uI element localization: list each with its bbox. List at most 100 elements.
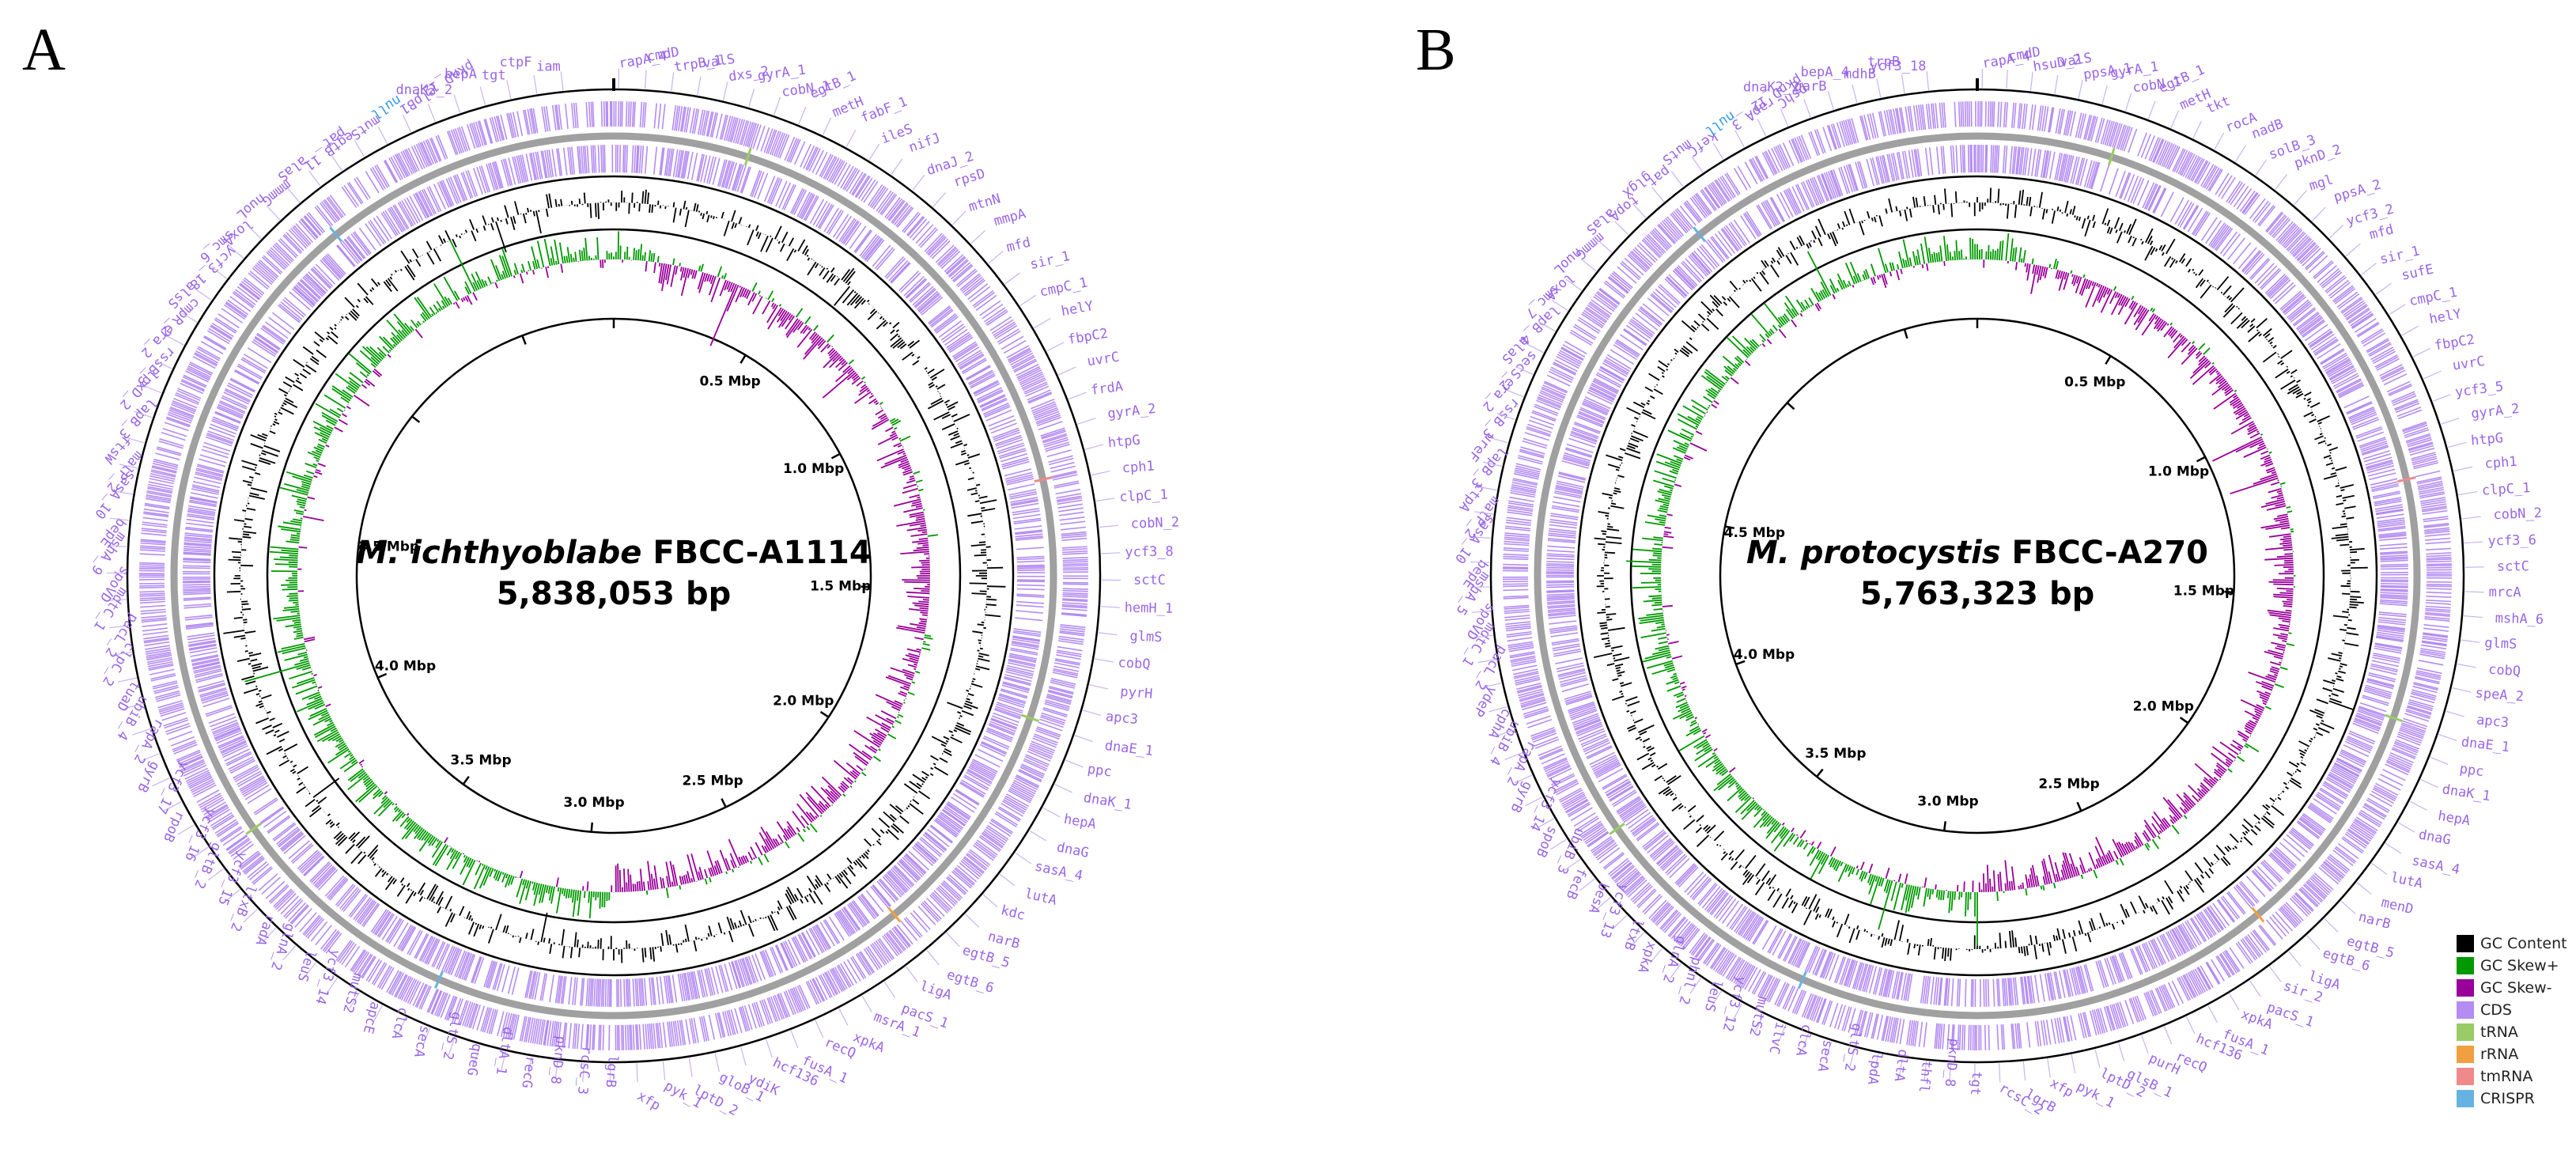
- gene-leader-line: [1579, 878, 1595, 891]
- gene-leader-line: [554, 1060, 558, 1080]
- track-circle: [1576, 175, 2378, 977]
- strain-name: FBCC-A270: [2012, 535, 2209, 571]
- gene-leader-line: [798, 106, 807, 125]
- scale-label: 3.0 Mbp: [1917, 794, 1978, 810]
- gene-leader-line: [2430, 756, 2449, 765]
- gene-leader-line: [2255, 159, 2268, 176]
- gene-label: kdc: [999, 902, 1027, 924]
- gene-leader-line: [108, 545, 127, 547]
- gene-label: dnaK_1: [2441, 781, 2491, 804]
- gene-leader-line: [2457, 663, 2476, 668]
- scale-label: 4.0 Mbp: [375, 659, 436, 675]
- gene-leader-line: [845, 130, 857, 147]
- gene-leader-line: [1564, 859, 1581, 871]
- gene-leader-line: [143, 385, 162, 394]
- gene-leader-line: [1923, 1061, 1927, 1080]
- gene-leader-line: [2288, 951, 2302, 967]
- gene-leader-line: [1580, 259, 1597, 272]
- gene-label: ycf3_8: [1125, 544, 1174, 561]
- gene-leader-line: [952, 210, 966, 225]
- gene-leader-line: [1515, 365, 1534, 375]
- gene-leader-line: [982, 894, 998, 908]
- gene-leader-line: [1565, 278, 1582, 291]
- gene-label: ilvC: [1765, 1020, 1787, 1055]
- gc-skew-track: [1625, 233, 2296, 947]
- gene-leader-line: [774, 96, 781, 115]
- gene-leader-line: [688, 1058, 693, 1077]
- gene-label: dltA_1: [493, 1026, 516, 1076]
- gene-label: pyrH: [1120, 684, 1153, 702]
- gene-leader-line: [2118, 1042, 2125, 1061]
- gene-leader-line: [402, 114, 412, 133]
- gene-leader-line: [397, 1016, 407, 1035]
- gene-label: cobQ: [2488, 662, 2521, 680]
- gene-leader-line: [1827, 91, 1834, 110]
- gene-leader-line: [1065, 759, 1084, 768]
- gene-leader-line: [2249, 980, 2261, 997]
- gene-leader-line: [1669, 963, 1682, 979]
- gene-leader-line: [501, 1051, 506, 1071]
- gene-leader-line: [2464, 541, 2483, 544]
- gene-leader-line: [1505, 389, 1524, 398]
- gene-leader-line: [1042, 807, 1061, 818]
- gene-label: apcE: [360, 1000, 384, 1035]
- scale-label: 0.5 Mbp: [699, 374, 760, 390]
- gene-leader-line: [1488, 706, 1507, 713]
- gene-label: gyrA_2: [2470, 401, 2520, 422]
- gene-leader-line: [1999, 1063, 2001, 1083]
- gene-leader-line: [2356, 882, 2372, 895]
- gene-label: dnaK2_2: [395, 82, 452, 98]
- rna-feature: [1034, 476, 1053, 483]
- gene-leader-line: [191, 846, 209, 858]
- gene-label: glmS: [1129, 629, 1163, 646]
- genome-length: 5,838,053 bp: [497, 576, 731, 612]
- gene-leader-line: [2413, 347, 2431, 358]
- gene-label: cobN_2: [2493, 505, 2542, 523]
- gene-leader-line: [1477, 658, 1497, 664]
- gene-label: mfd: [2368, 221, 2396, 243]
- genome-title: M. ichthyoblabe FBCC-A1114: [356, 535, 871, 571]
- gene-label: tgt: [482, 68, 506, 84]
- scale-label: 3.5 Mbp: [450, 753, 511, 769]
- gene-leader-line: [132, 728, 151, 736]
- legend-swatch: [2457, 935, 2474, 952]
- scale-tick: [1786, 402, 1795, 411]
- legend-label: GC Content: [2480, 935, 2567, 952]
- gene-leader-line: [2094, 1049, 2101, 1069]
- gene-leader-line: [2445, 710, 2464, 717]
- gene-label: sasA_4: [2411, 853, 2461, 878]
- scale-label: 1.0 Mbp: [783, 461, 844, 477]
- scale-tick: [819, 710, 830, 718]
- gene-label: dnaE_1: [1104, 738, 1154, 759]
- gene-label: cobQ: [1118, 655, 1151, 672]
- gene-leader-line: [225, 889, 240, 902]
- gene-label: leuS: [294, 948, 320, 983]
- gene-label: lutA: [2389, 869, 2424, 891]
- gene-leader-line: [2397, 822, 2415, 833]
- gene-label: iam: [536, 59, 561, 75]
- gene-leader-line: [2401, 325, 2419, 336]
- gene-leader-line: [714, 1053, 720, 1073]
- gc-skew-track: [244, 231, 938, 919]
- gene-label: mutS2: [339, 971, 365, 1015]
- gene-label: xfp: [634, 1088, 664, 1114]
- gene-leader-line: [533, 74, 538, 94]
- gene-leader-line: [1100, 606, 1120, 608]
- legend-label: tmRNA: [2480, 1068, 2532, 1085]
- gene-leader-line: [1757, 119, 1767, 137]
- gene-label: lutA: [1023, 886, 1058, 909]
- gene-leader-line: [2452, 687, 2472, 693]
- gene-leader-line: [932, 191, 946, 207]
- legend-label: tRNA: [2480, 1023, 2518, 1041]
- gene-leader-line: [1089, 684, 1108, 690]
- species-name: M. protocystis: [1746, 535, 2001, 571]
- gene-leader-line: [229, 245, 244, 259]
- gene-label: pacS_1: [2265, 1000, 2317, 1031]
- gene-label: xpkA: [851, 1030, 887, 1057]
- legend-swatch: [2457, 1001, 2474, 1019]
- gene-label: narB: [986, 929, 1022, 952]
- gene-leader-line: [1482, 683, 1502, 688]
- gene-label: trpB: [1867, 54, 1900, 70]
- gene-leader-line: [2438, 733, 2457, 741]
